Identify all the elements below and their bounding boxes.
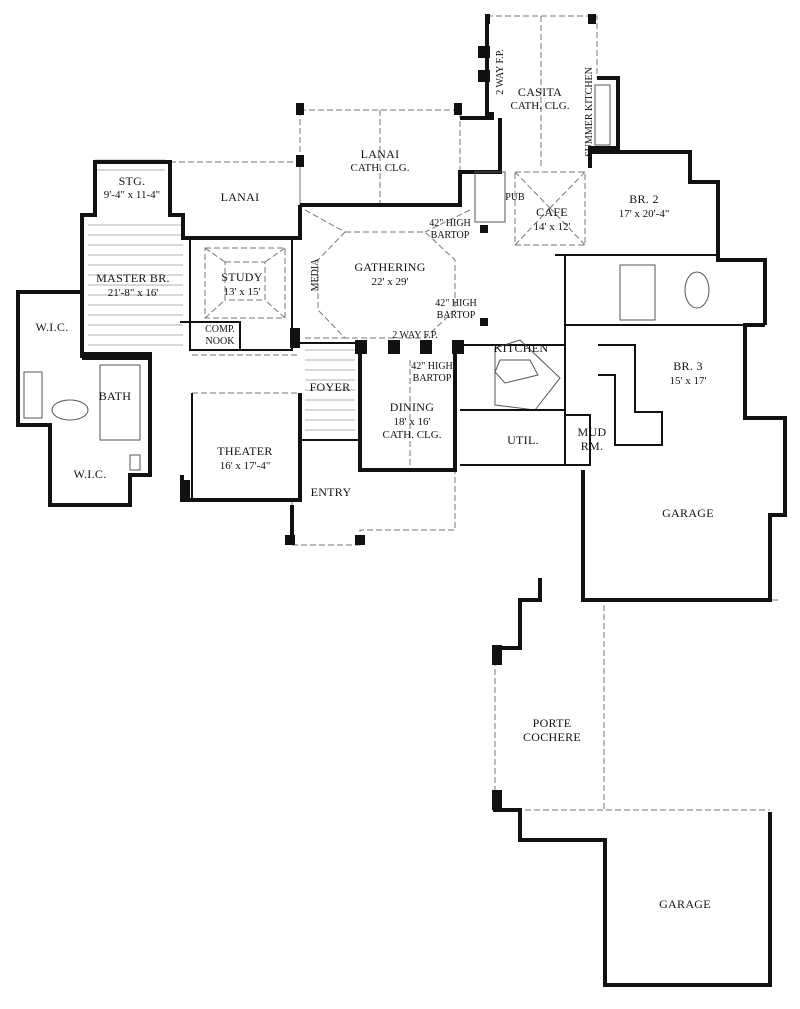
theater-label: THEATER <box>217 444 272 458</box>
garage-lower-label: GARAGE <box>659 897 711 911</box>
bartop2-line2: BARTOP <box>437 310 476 321</box>
entry-label: ENTRY <box>311 485 352 499</box>
bartop3-line1: 42" HIGH <box>411 361 453 372</box>
bartop2-line1: 42" HIGH <box>435 298 477 309</box>
summer-kitchen-label: SUMMER KITCHEN <box>584 67 595 157</box>
lanai-center-label: LANAI <box>361 147 400 161</box>
media-label: MEDIA <box>310 258 321 292</box>
dining-label: DINING <box>390 400 434 414</box>
structural-posts <box>82 14 596 810</box>
master-br-label: MASTER BR. <box>96 271 170 285</box>
two-way-fp-top-label: 2 WAY F.P. <box>495 49 506 95</box>
theater-dim: 16' x 17'-4" <box>220 460 271 472</box>
master-br-dim: 21'-8" x 16' <box>108 287 159 299</box>
comp-nook-label-2: NOOK <box>206 336 236 347</box>
wic-bottom-label: W.I.C. <box>73 467 106 481</box>
pub-label: PUB <box>505 192 525 203</box>
bartop1-line2: BARTOP <box>431 230 470 241</box>
foyer-label: FOYER <box>310 380 351 394</box>
casita-label: CASITA <box>518 85 562 99</box>
wic-top-label: W.I.C. <box>35 320 68 334</box>
porte-cochere-label: PORTE <box>533 716 572 730</box>
two-way-fp-mid-label: 2 WAY F.P. <box>392 330 438 341</box>
dining-note: CATH. CLG. <box>383 429 442 441</box>
util-label: UTIL. <box>507 433 539 447</box>
bartop3-line2: BARTOP <box>413 373 452 384</box>
mud-rm-label: MUD <box>578 425 607 439</box>
study-label: STUDY <box>221 270 263 284</box>
stg-label: STG. <box>119 174 146 188</box>
bath-label: BATH <box>99 389 132 403</box>
dining-dim: 18' x 16' <box>394 416 431 428</box>
cafe-label: CAFE <box>536 205 568 219</box>
room-labels: STG. 9'-4" x 11-4" LANAI LANAI CATH. CLG… <box>35 49 713 911</box>
br2-label: BR. 2 <box>629 192 659 206</box>
casita-note: CATH. CLG. <box>511 100 570 112</box>
gathering-dim: 22' x 29' <box>372 276 409 288</box>
bartop1-line1: 42" HIGH <box>429 218 471 229</box>
lanai-left-label: LANAI <box>221 190 260 204</box>
br2-dim: 17' x 20'-4" <box>619 208 670 220</box>
fixtures <box>23 84 710 471</box>
hatched-floor <box>88 159 355 441</box>
comp-nook-label: COMP. <box>205 324 235 335</box>
cafe-dim: 14' x 12' <box>534 221 571 233</box>
br3-dim: 15' x 17' <box>670 375 707 387</box>
lanai-center-note: CATH. CLG. <box>351 162 410 174</box>
porte-cochere-label-2: COCHERE <box>523 730 581 744</box>
mud-rm-label-2: RM. <box>581 439 604 453</box>
gathering-label: GATHERING <box>354 260 425 274</box>
br3-label: BR. 3 <box>673 359 703 373</box>
garage-upper-label: GARAGE <box>662 506 714 520</box>
porch-outlines <box>170 15 780 811</box>
study-dim: 13' x 15' <box>224 286 261 298</box>
stg-dim: 9'-4" x 11-4" <box>104 189 160 201</box>
kitchen-label: KITCHEN <box>494 341 549 355</box>
